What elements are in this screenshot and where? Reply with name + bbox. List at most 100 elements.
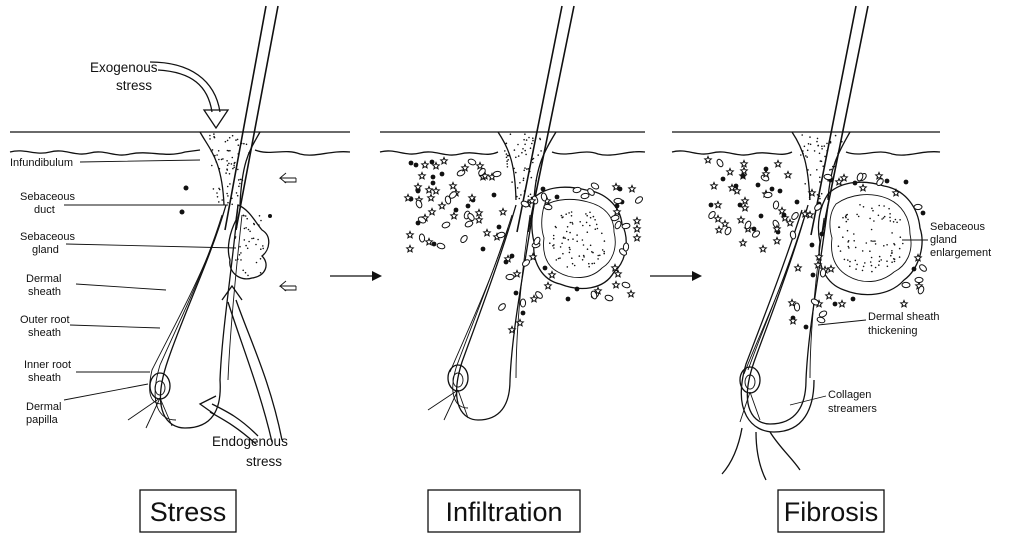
stipple-dot (209, 135, 211, 137)
stipple-dot (594, 219, 596, 221)
stipple-dot (873, 220, 875, 222)
stipple-dot (875, 243, 877, 245)
stipple-dot (506, 157, 508, 159)
inflammatory-cell (429, 209, 436, 215)
stipple-dot (874, 240, 876, 242)
stipple-dot (888, 208, 890, 210)
stipple-dot (602, 249, 604, 251)
inflammatory-cell (711, 183, 718, 189)
stipple-dot (226, 160, 228, 162)
stipple-dot (227, 195, 229, 197)
inflammatory-cell (614, 220, 622, 229)
stipple-dot (592, 252, 594, 254)
stipple-dot (822, 165, 824, 167)
inflammatory-cell (851, 297, 856, 302)
outer-root-sheath (453, 215, 530, 408)
inflammatory-cell (902, 282, 910, 288)
inflammatory-cell (506, 274, 514, 280)
inflammatory-cell (517, 320, 524, 326)
stipple-dot (528, 137, 530, 139)
stipple-dot (827, 197, 829, 199)
stipple-dot (216, 154, 218, 156)
papilla-vessels (428, 390, 468, 420)
stipple-dot (583, 255, 585, 257)
inflammatory-cell (727, 169, 734, 175)
stipple-dot (233, 165, 235, 167)
stipple-dot (562, 216, 564, 218)
stipple-dot (507, 166, 509, 168)
label-gland-enlargement-1: Sebaceous (930, 221, 986, 233)
stipple-dot (540, 150, 542, 152)
stipple-dot (524, 144, 526, 146)
inflammatory-cell (629, 186, 636, 192)
stipple-dot (241, 179, 243, 181)
stipple-dot (563, 237, 565, 239)
stipple-dot (603, 251, 605, 253)
stipple-dot (889, 213, 891, 215)
stipple-dot (820, 160, 822, 162)
stipple-dot (886, 260, 888, 262)
inflammatory-cell (510, 254, 515, 259)
inflammatory-cell (521, 311, 526, 316)
inflammatory-cell (581, 193, 590, 200)
stipple-dot (894, 261, 896, 263)
stipple-dot (524, 133, 526, 135)
inflammatory-cell (492, 193, 497, 198)
inflammatory-cell (742, 205, 749, 211)
stipple-dot (810, 174, 812, 176)
stipple-dot (599, 255, 601, 257)
inflammatory-cell (451, 213, 458, 219)
stipple-dot (844, 259, 846, 261)
inflammatory-cell (634, 226, 641, 232)
inflammatory-cell (621, 281, 630, 289)
stipple-dot (845, 217, 847, 219)
stipple-dot (239, 254, 241, 256)
stipple-dot (871, 208, 873, 210)
inflammatory-cell (459, 234, 468, 243)
stipple-dot (517, 144, 519, 146)
inflammatory-cell (824, 174, 833, 180)
stipple-dot (526, 139, 528, 141)
stipple-dot (216, 192, 218, 194)
stipple-dot (804, 146, 806, 148)
stipple-dot (521, 152, 523, 154)
inflammatory-cell (628, 291, 635, 297)
stipple-dot (221, 199, 223, 201)
inflammatory-cell (634, 235, 641, 241)
stipple-dot (893, 221, 895, 223)
inflammatory-cell (497, 225, 502, 230)
stipple-dot (891, 261, 893, 263)
stipple-dot (830, 169, 832, 171)
inflammatory-cell (530, 254, 537, 260)
inflammatory-cell (790, 211, 799, 220)
stipple-dot (890, 220, 892, 222)
stipple-dot (237, 195, 239, 197)
stipple-dot (248, 152, 250, 154)
stipple-dot (523, 178, 525, 180)
stipple-dot (235, 259, 237, 261)
stipple-dot (225, 141, 227, 143)
label-sebaceous-duct-1: Sebaceous (20, 191, 76, 203)
stipple-dot (561, 243, 563, 245)
inflammatory-cell (426, 187, 433, 193)
stipple-dot (587, 248, 589, 250)
label-dermal-sheath-2: sheath (28, 286, 61, 298)
stipple-dot (810, 144, 812, 146)
stipple-dot (588, 263, 590, 265)
inflammatory-cell (484, 230, 491, 236)
stipple-dot (565, 213, 567, 215)
dermis-dot (180, 210, 185, 215)
stipple-dot (246, 218, 248, 220)
label-dermal-papilla-1: Dermal (26, 401, 61, 413)
dermal-sheath (161, 205, 238, 428)
inflammatory-cell (514, 271, 521, 277)
stipple-dot (256, 262, 258, 264)
stipple-dot (217, 196, 219, 198)
stipple-dot (807, 169, 809, 171)
inflammatory-cell (741, 174, 746, 179)
inflammatory-cell (566, 297, 571, 302)
inflammatory-cell (407, 246, 414, 252)
stipple-dot (241, 143, 243, 145)
inflammatory-cell (622, 223, 631, 230)
stipple-dot (878, 264, 880, 266)
